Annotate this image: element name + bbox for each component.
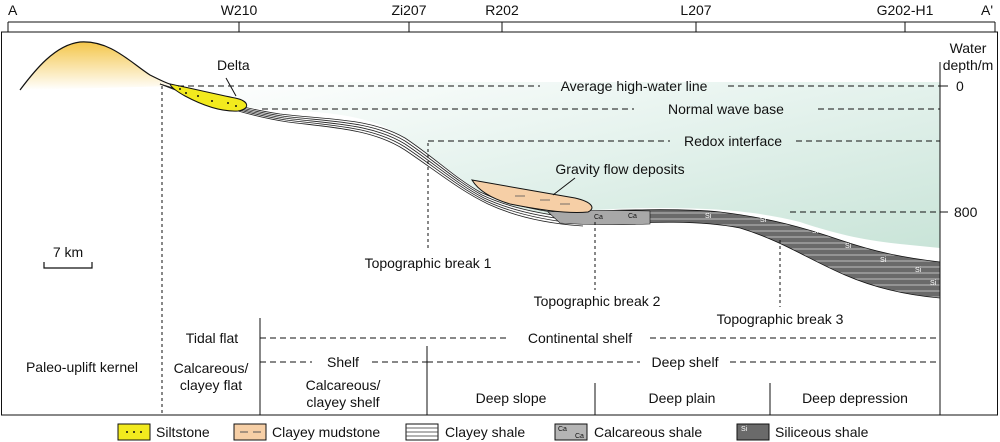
ca-symbol: Ca	[594, 214, 603, 221]
legend-clayey-shale-label: Clayey shale	[445, 424, 525, 440]
si-symbol: Si	[880, 257, 887, 264]
water-body	[178, 82, 940, 248]
paleo-uplift-mound	[20, 41, 176, 90]
depth-title-1: Water	[950, 40, 987, 56]
scale-label: 7 km	[53, 244, 83, 260]
zone-deep-plain: Deep plain	[649, 390, 716, 406]
zone-deep-shelf: Deep shelf	[652, 354, 719, 370]
wave-base-label: Normal wave base	[668, 101, 784, 117]
si-symbol: Si	[915, 267, 922, 274]
zone-tidal-flat: Tidal flat	[186, 330, 239, 346]
legend-ca-symbol: Ca	[558, 426, 567, 433]
zone-calc-shelf-1: Calcareous/	[306, 377, 381, 393]
well-g202: G202-H1	[877, 2, 934, 18]
gravity-label: Gravity flow deposits	[555, 161, 684, 177]
delta-label: Delta	[217, 57, 250, 73]
diagram-frame	[1, 31, 998, 416]
zone-deep-slope: Deep slope	[476, 390, 547, 406]
legend-mudstone-swatch	[233, 423, 267, 441]
redox-label: Redox interface	[684, 133, 782, 149]
zone-shelf: Shelf	[327, 354, 359, 370]
si-symbol: Si	[705, 213, 712, 220]
legend-si-symbol: Si	[741, 426, 748, 433]
break3-label: Topographic break 3	[717, 311, 844, 327]
label-a: A	[8, 2, 18, 18]
legend-calcareous-label: Calcareous shale	[594, 424, 702, 440]
si-symbol: Si	[760, 217, 767, 224]
delta-lens	[169, 83, 248, 112]
si-symbol: Si	[812, 228, 819, 235]
legend: Siltstone Clayey mudstone Clayey shale C…	[117, 423, 869, 441]
well-zi207: Zi207	[391, 2, 426, 18]
lithology-symbols: Ca Ca Si Si Si Si Si Si Si	[594, 213, 937, 287]
depth-title-2: depth/m	[943, 57, 994, 73]
legend-siliceous-label: Siliceous shale	[775, 424, 869, 440]
zone-deep-depression: Deep depression	[802, 390, 908, 406]
legend-ca-symbol: Ca	[575, 433, 584, 440]
well-w210: W210	[221, 2, 258, 18]
zone-continental-shelf: Continental shelf	[528, 330, 632, 346]
zone-paleo-uplift: Paleo-uplift kernel	[26, 359, 138, 375]
break1-label: Topographic break 1	[365, 255, 492, 271]
uplift-outline	[19, 41, 177, 91]
gravity-leader	[552, 177, 576, 196]
ca-symbol: Ca	[628, 213, 637, 220]
zone-calc-flat-1: Calcareous/	[174, 360, 249, 376]
depth-value-0: 0	[956, 78, 964, 94]
si-symbol: Si	[845, 243, 852, 250]
legend-calcareous-swatch	[554, 423, 588, 441]
zone-calc-flat-2: clayey flat	[180, 377, 242, 393]
scale-bar	[43, 262, 93, 269]
zone-calc-shelf-2: clayey shelf	[306, 394, 379, 410]
si-symbol: Si	[930, 280, 937, 287]
high-water-label: Average high-water line	[561, 78, 708, 94]
depth-value-800: 800	[954, 204, 978, 220]
well-r202: R202	[485, 2, 519, 18]
legend-siltstone-label: Siltstone	[156, 424, 210, 440]
siltstone-dots	[179, 88, 237, 107]
well-l207: L207	[680, 2, 711, 18]
legend-siliceous-swatch	[736, 423, 770, 441]
break2-label: Topographic break 2	[534, 293, 661, 309]
mudstone-dashes	[515, 195, 570, 205]
delta-leader	[225, 77, 237, 97]
label-a-prime: A'	[981, 2, 993, 18]
legend-mudstone-label: Clayey mudstone	[272, 424, 380, 440]
